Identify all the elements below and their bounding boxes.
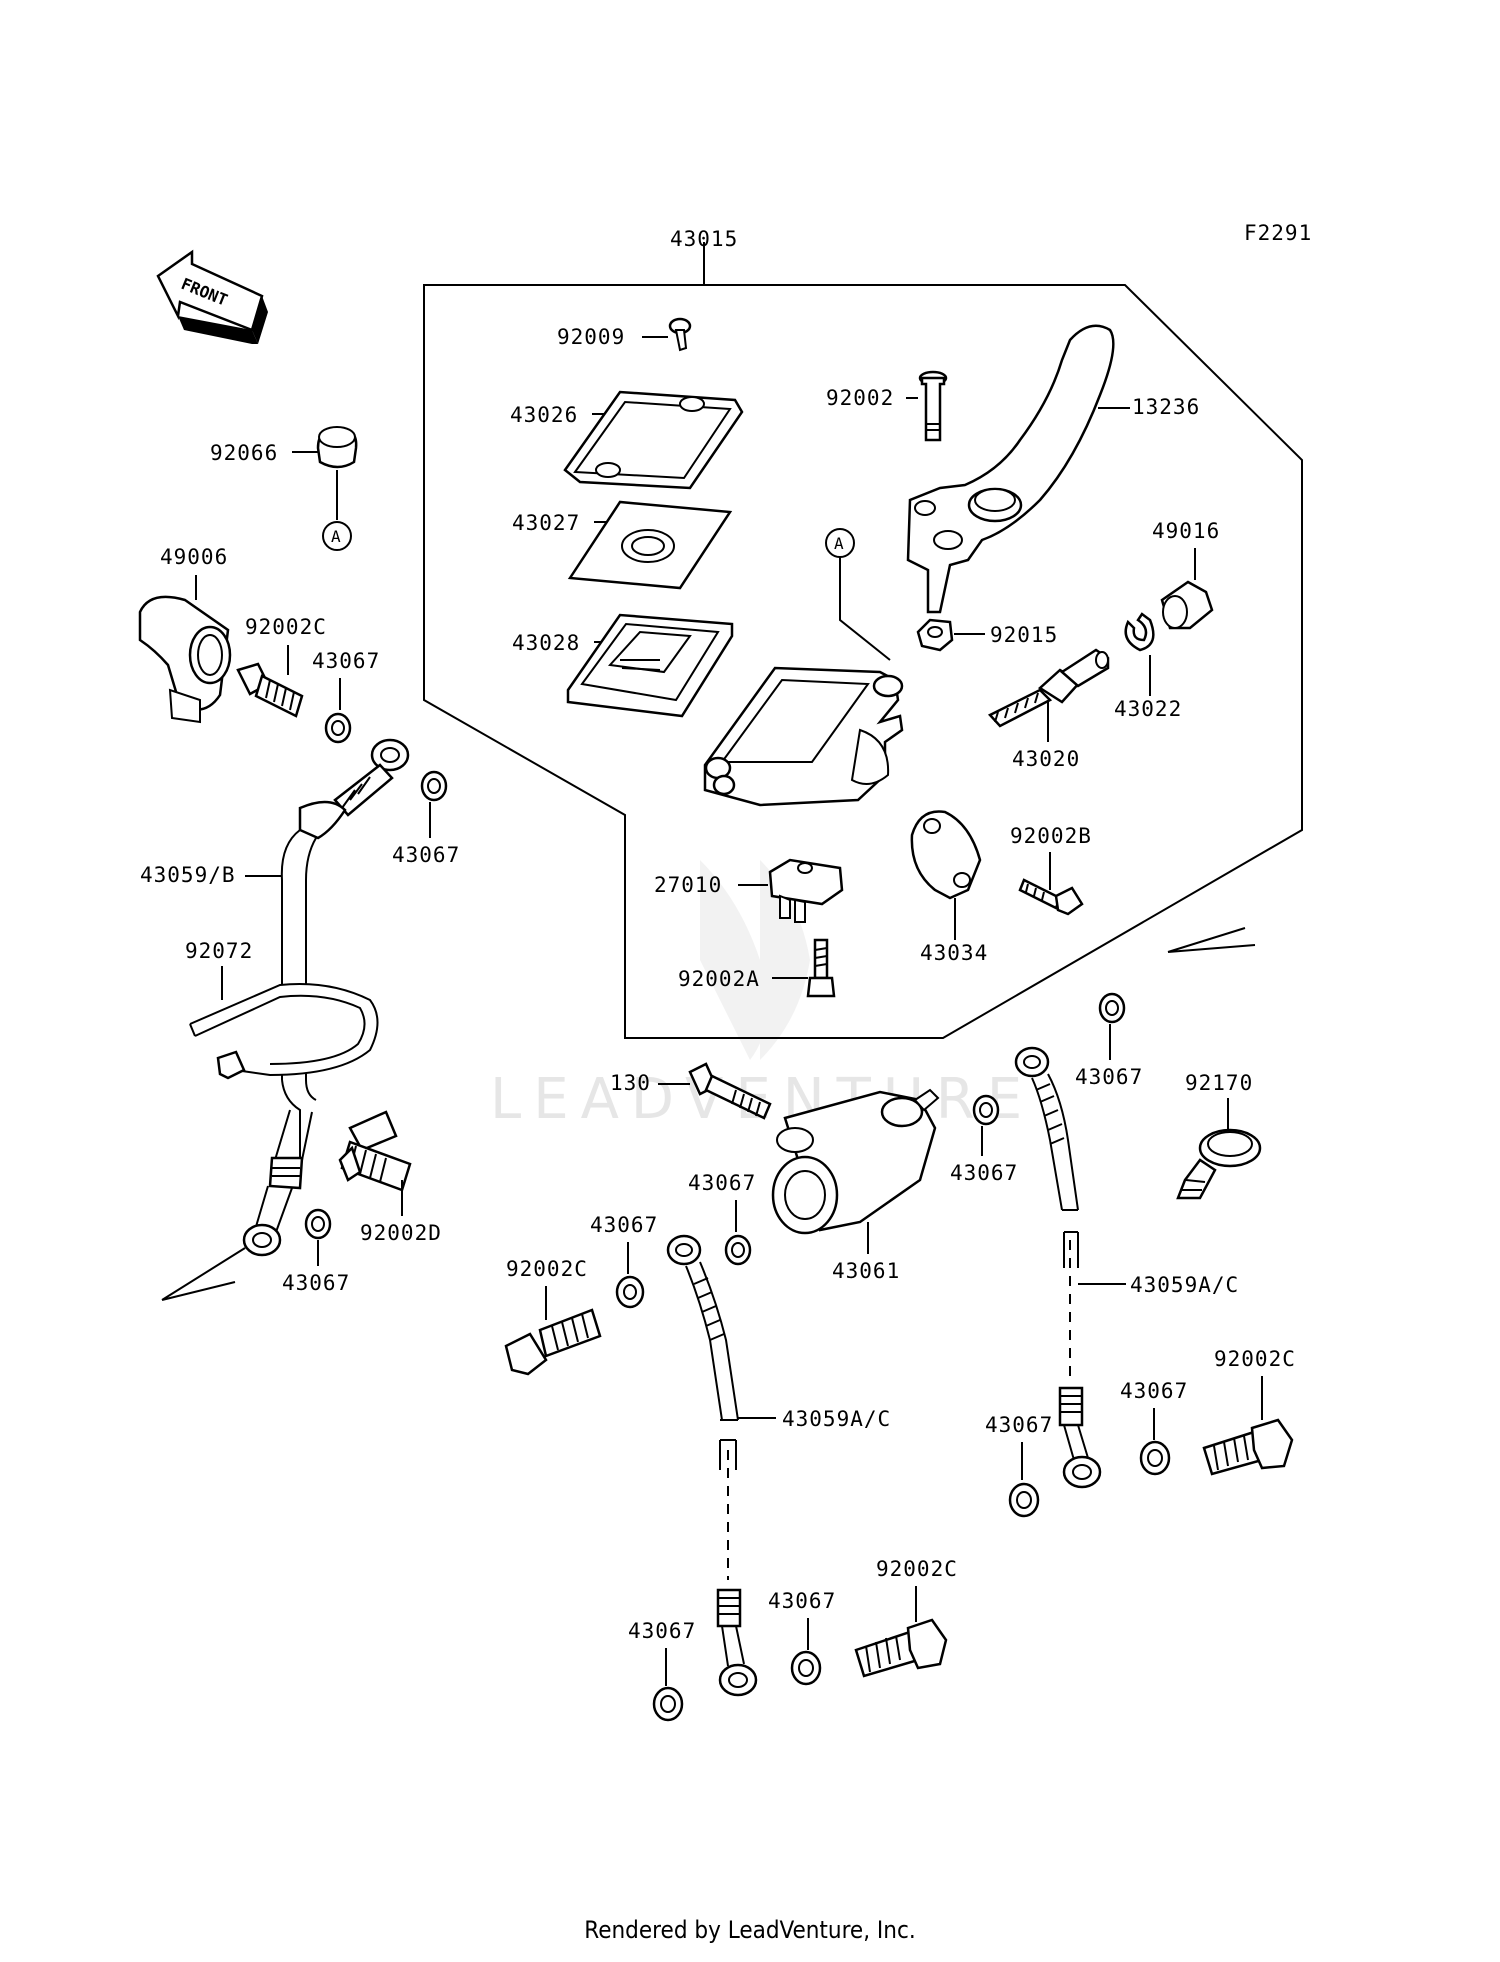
diaphragm-43028-icon [566, 613, 734, 718]
screw-92002A-icon [806, 938, 836, 998]
label-92002C-c: 92002C [506, 1257, 588, 1281]
washer-43067-b-icon [420, 770, 448, 802]
label-43067-c: 43067 [282, 1271, 350, 1295]
label-92002C-d: 92002C [876, 1557, 958, 1581]
diaphragm-plate-43027-icon [567, 500, 733, 590]
dust-boot-49016-icon [1160, 580, 1214, 630]
label-43067-e: 43067 [950, 1161, 1018, 1185]
hose-lower-left-icon [242, 1109, 313, 1257]
label-49006: 49006 [160, 545, 228, 569]
label-43022: 43022 [1114, 697, 1182, 721]
washer-43067-a-icon [324, 712, 352, 744]
bolt-92002D-icon [338, 1110, 412, 1192]
label-43059AC-a: 43059A/C [1130, 1273, 1239, 1297]
label-43015: 43015 [670, 227, 738, 251]
label-130: 130 [610, 1071, 651, 1095]
banjo-bolt-92002C-b-icon [1202, 1418, 1294, 1476]
washer-43067-f-icon [1098, 992, 1126, 1024]
label-43067-j: 43067 [768, 1589, 836, 1613]
front-arrow-icon: FRONT [156, 249, 268, 344]
circlip-43022-icon [1124, 612, 1155, 652]
washer-43067-j-icon [790, 1650, 822, 1686]
banjo-bolt-92002C-a-icon [236, 662, 304, 718]
label-43067-b: 43067 [392, 843, 460, 867]
master-cylinder-body-icon [703, 666, 904, 807]
ref-circle-a-left-icon [322, 521, 352, 551]
label-92002C-b: 92002C [1214, 1347, 1296, 1371]
bolt-130-icon [688, 1062, 772, 1120]
label-13236: 13236 [1132, 395, 1200, 419]
hose-clamp-92072-icon [189, 983, 379, 1080]
label-43027: 43027 [512, 511, 580, 535]
label-43067-a: 43067 [312, 649, 380, 673]
label-43034: 43034 [920, 941, 988, 965]
banjo-bolt-92002C-d-icon [854, 1618, 948, 1678]
washer-43067-h-icon [1008, 1482, 1040, 1518]
label-43020: 43020 [1012, 747, 1080, 771]
label-43067-g: 43067 [1120, 1379, 1188, 1403]
label-43067-k: 43067 [628, 1619, 696, 1643]
brake-hose-43059AC-b-icon [666, 1234, 758, 1697]
label-92009: 92009 [557, 325, 625, 349]
figure-code: F2291 [1244, 221, 1312, 245]
label-43067-h: 43067 [985, 1413, 1053, 1437]
banjo-bolt-92002C-c-icon [504, 1308, 602, 1376]
washer-43067-e-icon [972, 1094, 1000, 1126]
label-43061: 43061 [832, 1259, 900, 1283]
label-43059B: 43059/B [140, 863, 236, 887]
screw-92009-icon [668, 317, 692, 352]
piston-kit-43020-icon [987, 648, 1110, 728]
ref-a-left-label: A [331, 527, 341, 546]
label-43067-f: 43067 [1075, 1065, 1143, 1089]
label-92002D: 92002D [360, 1221, 442, 1245]
washer-43067-c-icon [304, 1208, 332, 1240]
label-92066: 92066 [210, 441, 278, 465]
footer-credit: Rendered by LeadVenture, Inc. [584, 1916, 916, 1944]
label-43067-i: 43067 [590, 1213, 658, 1237]
reservoir-cap-43026-icon [563, 390, 744, 490]
label-43028: 43028 [512, 631, 580, 655]
washer-43067-d-icon [724, 1234, 752, 1266]
nut-92015-icon [916, 618, 954, 652]
label-92072: 92072 [185, 939, 253, 963]
washer-43067-g-icon [1139, 1440, 1171, 1476]
washer-43067-i-icon [615, 1275, 645, 1309]
label-92002A: 92002A [678, 967, 760, 991]
label-92002C-a: 92002C [245, 615, 327, 639]
assembly-43015-outline [423, 284, 1303, 1039]
bolt-92002B-icon [1018, 878, 1084, 916]
label-92002B: 92002B [1010, 824, 1092, 848]
label-43067-d: 43067 [688, 1171, 756, 1195]
label-49016: 49016 [1152, 519, 1220, 543]
watermark-logo [700, 860, 810, 1060]
ref-a-label: A [834, 534, 844, 553]
label-92170: 92170 [1185, 1071, 1253, 1095]
label-43059AC-b: 43059A/C [782, 1407, 891, 1431]
brake-lever-13236-icon [906, 324, 1115, 614]
brake-hose-43059B-icon [280, 738, 410, 1160]
clamp-43034-icon [910, 810, 982, 900]
break-line-right [1167, 927, 1256, 953]
clamp-92170-icon [1176, 1128, 1262, 1200]
label-92002: 92002 [826, 386, 894, 410]
brake-hose-43059AC-a-icon [1014, 1046, 1102, 1489]
brake-switch-27010-icon [768, 858, 844, 923]
label-43026: 43026 [510, 403, 578, 427]
cap-92066-icon [316, 426, 358, 469]
washer-43067-k-icon [652, 1686, 684, 1722]
label-27010: 27010 [654, 873, 722, 897]
slave-cylinder-43061-icon [771, 1088, 940, 1235]
pivot-bolt-92002-icon [918, 370, 948, 442]
reservoir-49006-icon [138, 595, 232, 724]
label-92015: 92015 [990, 623, 1058, 647]
